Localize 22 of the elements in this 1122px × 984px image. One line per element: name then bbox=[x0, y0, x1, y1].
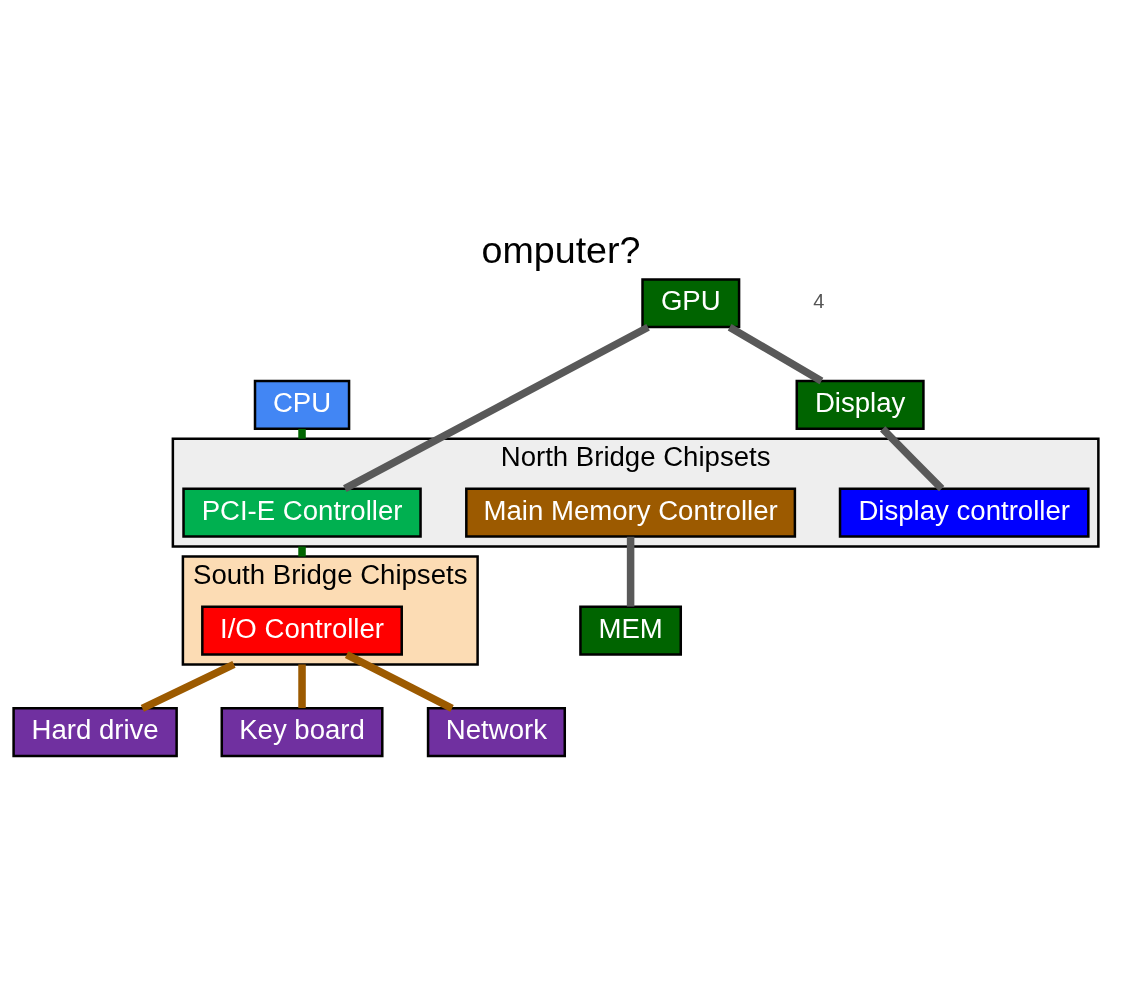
diagram-title: omputer? bbox=[481, 229, 641, 272]
connector bbox=[298, 546, 306, 557]
node-box: PCI-E Controller bbox=[182, 487, 422, 538]
connector bbox=[140, 661, 236, 712]
node-box: Network bbox=[426, 707, 566, 758]
node-box: I/O Controller bbox=[201, 605, 403, 656]
node-box: Main Memory Controller bbox=[465, 487, 797, 538]
connector bbox=[880, 426, 945, 492]
node-box: Hard drive bbox=[12, 707, 178, 758]
node-box: GPU bbox=[641, 278, 741, 329]
node-box: CPU bbox=[253, 379, 351, 430]
connector bbox=[344, 651, 454, 712]
node-box: Display bbox=[795, 379, 925, 430]
node-box: Display controller bbox=[838, 487, 1090, 538]
connector bbox=[298, 664, 306, 709]
label: 4 bbox=[813, 290, 825, 313]
node-box: MEM bbox=[579, 605, 682, 656]
connector bbox=[298, 428, 306, 439]
connector bbox=[727, 324, 824, 385]
connector bbox=[343, 323, 650, 492]
node-box: Key board bbox=[220, 707, 384, 758]
connector bbox=[626, 536, 635, 607]
